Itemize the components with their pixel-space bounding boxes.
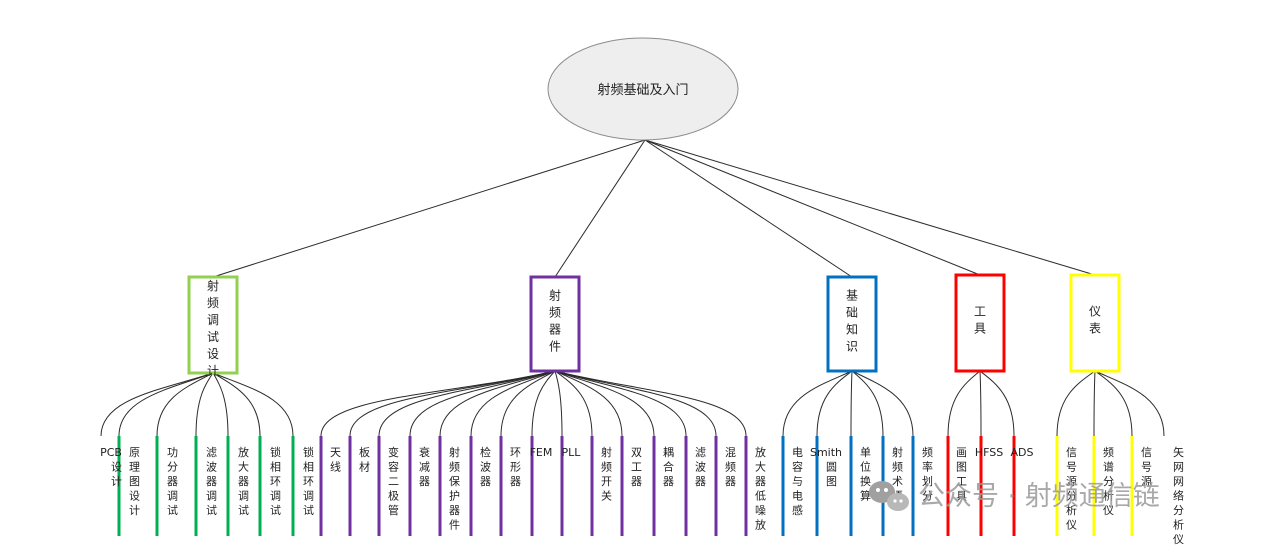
wechat-icon bbox=[869, 481, 909, 511]
branch-instruments-2 bbox=[1094, 370, 1133, 437]
branch-fundamentals-3 bbox=[851, 370, 884, 437]
leaf-label: 检波器 bbox=[480, 445, 491, 488]
leaf-label: 衰减器 bbox=[419, 445, 430, 488]
branch-rf-debug-design-2 bbox=[156, 372, 214, 437]
leaf-label: 变容二极管 bbox=[388, 445, 399, 517]
category-box-tools bbox=[954, 273, 1006, 373]
leaf-label: 信号源 bbox=[1141, 446, 1152, 488]
category-label-rf-debug-design: 射频调试设计 bbox=[207, 278, 219, 378]
branch-rf-debug-design-1 bbox=[118, 372, 214, 437]
leaf-label: 射频保护器件 bbox=[449, 445, 460, 532]
leaf-label: 放大器低噪放 bbox=[755, 445, 766, 532]
leaf-label: 原理图设计 bbox=[129, 446, 140, 517]
leaf-label: 矢网网络分析仪 bbox=[1173, 445, 1184, 545]
root-node bbox=[547, 37, 739, 141]
leaf-label: PLL bbox=[562, 446, 582, 459]
category-nodes: 射频调试设计 射频器件 基础知识 工具 仪表 bbox=[187, 273, 1121, 378]
leaf-label: 画图工具 bbox=[956, 446, 967, 503]
branch-rf-devices-5 bbox=[470, 370, 556, 437]
branch-rf-devices-7 bbox=[531, 370, 556, 437]
watermark-text: 公众号 · 射频通信链 bbox=[918, 481, 1160, 512]
branch-fundamentals-1 bbox=[816, 370, 853, 437]
category-label-tools: 工具 bbox=[974, 305, 986, 336]
branch-tools-2 bbox=[979, 370, 1015, 437]
leaf-label: 锁相环调试 bbox=[303, 445, 314, 517]
leaf-label: 板材 bbox=[359, 445, 370, 474]
branch-instruments-0 bbox=[1056, 370, 1096, 437]
root-connectors bbox=[212, 139, 1096, 278]
branch-tools-0 bbox=[947, 370, 981, 437]
root-label: 射频基础及入门 bbox=[597, 82, 688, 98]
branch-rf-debug-design-6 bbox=[212, 372, 294, 437]
branch-rf-debug-design-5 bbox=[212, 372, 261, 437]
branch-rf-devices-9 bbox=[554, 370, 593, 437]
category-box-rf-devices bbox=[529, 275, 581, 373]
branch-rf-debug-design-4 bbox=[212, 372, 229, 437]
leaf-label: HFSS bbox=[975, 446, 1003, 459]
branch-instruments-1 bbox=[1093, 370, 1096, 437]
leaf-label: 放大器调试 bbox=[238, 445, 249, 517]
leaf-label: 滤波器调试 bbox=[206, 446, 217, 517]
leaf-label: 频谱分析仪 bbox=[1103, 445, 1114, 517]
category-box-fundamentals bbox=[826, 275, 878, 373]
leaf-label: 双工器 bbox=[631, 446, 642, 488]
leaf-label: FEM bbox=[530, 446, 553, 459]
branch-rf-devices-8 bbox=[554, 370, 563, 437]
branch-fundamentals-2 bbox=[850, 370, 853, 437]
connector-rf-debug-design bbox=[212, 139, 646, 278]
leaf-label: 锁相环调试 bbox=[270, 445, 281, 517]
category-label-instruments: 仪表 bbox=[1089, 305, 1101, 336]
branch-rf-devices-10 bbox=[554, 370, 623, 437]
branch-rf-devices-13 bbox=[554, 370, 717, 437]
category-box-rf-debug-design bbox=[187, 275, 239, 375]
leaf-label: 功分器调试 bbox=[167, 446, 178, 517]
leaf-label: 射频开关 bbox=[601, 445, 612, 503]
category-label-fundamentals: 基础知识 bbox=[846, 289, 858, 354]
leaf-label: 天线 bbox=[330, 446, 341, 474]
leaf-label: 环形器 bbox=[510, 446, 521, 488]
leaf-label: 滤波器 bbox=[695, 446, 706, 488]
branch-rf-devices-2 bbox=[378, 370, 556, 437]
leaf-label: 耦合器 bbox=[663, 446, 674, 488]
branch-rf-devices-12 bbox=[554, 370, 687, 437]
leaf-bars bbox=[117, 436, 1134, 536]
leaf-label: 混频器 bbox=[725, 446, 736, 488]
leaf-label: 信号源分析仪 bbox=[1066, 446, 1077, 532]
leaf-label: 频率划分 bbox=[922, 445, 933, 503]
branch-connectors bbox=[100, 370, 1165, 437]
branch-rf-devices-6 bbox=[500, 370, 556, 437]
connector-rf-devices bbox=[554, 139, 646, 278]
leaf-label: ADS bbox=[1011, 446, 1034, 459]
category-label-rf-devices: 射频器件 bbox=[549, 288, 561, 354]
leaf-label: 电容与电感 bbox=[792, 446, 803, 517]
leaf-label: 单位换算 bbox=[860, 446, 871, 503]
branch-fundamentals-4 bbox=[851, 370, 914, 437]
branch-tools-1 bbox=[979, 370, 982, 437]
branch-fundamentals-0 bbox=[782, 370, 853, 437]
connector-instruments bbox=[644, 139, 1096, 276]
branch-rf-devices-14 bbox=[554, 370, 747, 437]
connector-fundamentals bbox=[644, 139, 853, 278]
category-box-instruments bbox=[1069, 273, 1121, 373]
watermark: 公众号 · 射频通信链 bbox=[869, 481, 1160, 512]
connector-tools bbox=[644, 139, 981, 276]
branch-rf-devices-11 bbox=[554, 370, 655, 437]
branch-rf-devices-4 bbox=[439, 370, 556, 437]
branch-instruments-3 bbox=[1094, 370, 1165, 437]
branch-rf-devices-3 bbox=[409, 370, 556, 437]
branch-rf-debug-design-0 bbox=[100, 372, 214, 437]
branch-rf-debug-design-3 bbox=[195, 372, 214, 437]
